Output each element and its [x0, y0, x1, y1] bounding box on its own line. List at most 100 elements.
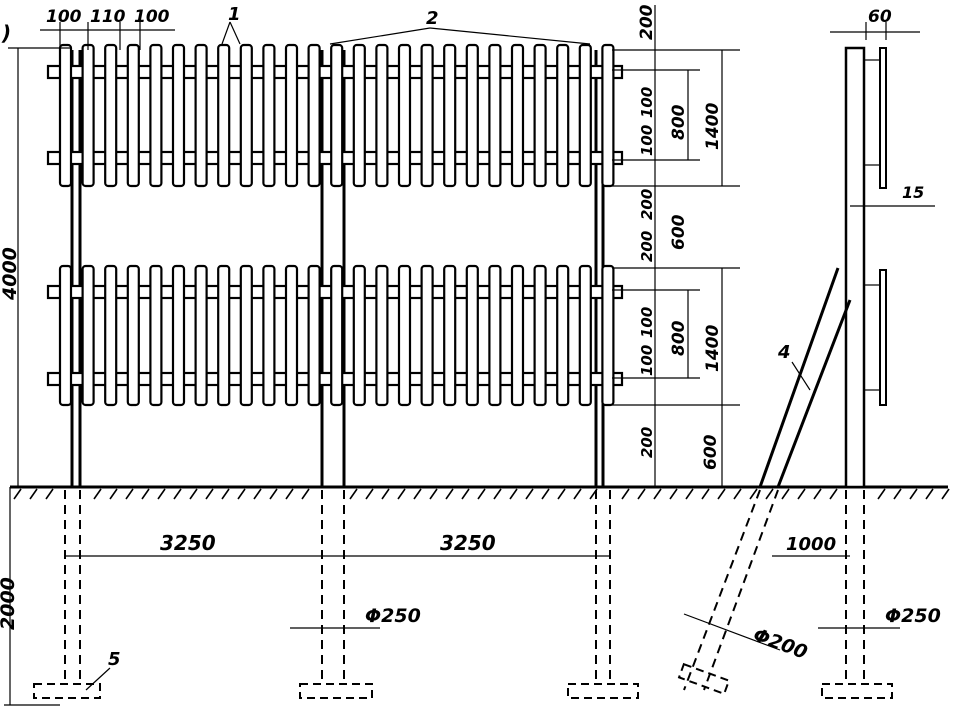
picket [601, 264, 615, 407]
picket [510, 43, 525, 188]
callout-picket: 1 [228, 4, 241, 25]
dim-picket-width-2: 100 [134, 7, 170, 27]
side-footing [821, 683, 893, 699]
picket [397, 43, 412, 188]
picket [217, 264, 231, 407]
right-dimension-lines [612, 5, 740, 487]
side-view [677, 22, 935, 699]
dim-top-clearance: 200 [637, 4, 657, 40]
footing-right [567, 683, 639, 699]
picket [126, 264, 140, 407]
dim-rail-span: 800 [669, 104, 689, 140]
hatch-mark [429, 488, 438, 500]
dim-span-right: 3250 [440, 531, 496, 555]
hatch-mark [381, 488, 390, 500]
hatch-mark [509, 488, 518, 500]
hatch-mark [45, 488, 54, 500]
picket [533, 43, 547, 188]
hatch-mark [477, 488, 486, 500]
picket [375, 264, 389, 407]
picket [307, 43, 321, 188]
picket [58, 264, 73, 407]
dim-picket-gap: 110 [90, 7, 126, 27]
corner-mark: ) [1, 21, 11, 45]
hatch-mark [765, 488, 774, 500]
dim-underground: 2000 [0, 577, 19, 630]
ground-hatching [13, 488, 950, 500]
picket [149, 264, 163, 407]
hatch-mark [365, 488, 374, 500]
dim-between-sections: 600 [669, 214, 689, 250]
hatch-mark [493, 488, 502, 500]
picket [488, 264, 502, 407]
dim-lower-rail-b: 100 [638, 345, 656, 376]
hatch-mark [541, 488, 550, 500]
dim-lower-rail-a: 100 [638, 307, 656, 338]
hatch-mark [269, 488, 278, 500]
dim-bottom-clearance: 200 [638, 427, 656, 458]
pickets-lower [58, 264, 615, 407]
dim-section-height: 1400 [703, 103, 723, 150]
pickets-upper [58, 43, 615, 188]
picket [239, 264, 253, 407]
picket [284, 43, 299, 188]
hatch-mark [829, 488, 838, 500]
dim-gap-b: 200 [638, 231, 656, 262]
picket [488, 43, 502, 188]
top-dimension-lines [40, 21, 591, 50]
hatch-mark [717, 488, 726, 500]
dim-post-diameter-mid: Φ250 [365, 605, 421, 627]
dim-rail-offset-a: 100 [638, 87, 656, 118]
hatch-mark [653, 488, 662, 500]
hatch-mark [141, 488, 150, 500]
hatch-mark [557, 488, 566, 500]
picket [81, 43, 95, 188]
hatch-mark [925, 488, 934, 500]
hatch-mark [573, 488, 582, 500]
picket [375, 43, 389, 188]
hatch-mark [301, 488, 310, 500]
hatch-mark [125, 488, 134, 500]
picket [352, 43, 366, 188]
picket [465, 264, 479, 407]
hatch-mark [445, 488, 454, 500]
dim-brace-base: 1000 [786, 534, 836, 555]
picket [194, 43, 208, 188]
dim-picket-width-1: 100 [46, 7, 82, 27]
side-board-lower [879, 269, 887, 406]
dim-lower-section: 1400 [703, 325, 723, 372]
hatch-mark [13, 488, 22, 500]
picket [443, 264, 457, 407]
callout-footing: 5 [108, 649, 121, 670]
hatch-mark [813, 488, 822, 500]
side-post [844, 46, 866, 489]
hatch-mark [253, 488, 262, 500]
picket [533, 264, 547, 407]
hatch-mark [109, 488, 118, 500]
picket [194, 264, 208, 407]
hatch-mark [189, 488, 198, 500]
hatch-mark [413, 488, 422, 500]
hatch-mark [173, 488, 182, 500]
picket [556, 264, 570, 407]
footing-leader [85, 667, 111, 691]
hatch-mark [909, 488, 918, 500]
picket [465, 43, 479, 188]
footing-left [33, 683, 101, 699]
dim-span-left: 3250 [160, 531, 216, 555]
picket [104, 264, 118, 407]
side-board-upper [879, 47, 887, 189]
picket [443, 43, 457, 188]
picket [171, 264, 186, 407]
picket [556, 43, 570, 188]
dim-side-board: 60 [868, 7, 892, 27]
picket [578, 43, 592, 188]
picket [330, 264, 344, 407]
dim-side-offset: 15 [902, 183, 924, 202]
hatch-mark [29, 488, 38, 500]
dim-bottom-gap: 600 [701, 434, 721, 470]
hatch-mark [781, 488, 790, 500]
hatch-mark [461, 488, 470, 500]
hatch-mark [701, 488, 710, 500]
